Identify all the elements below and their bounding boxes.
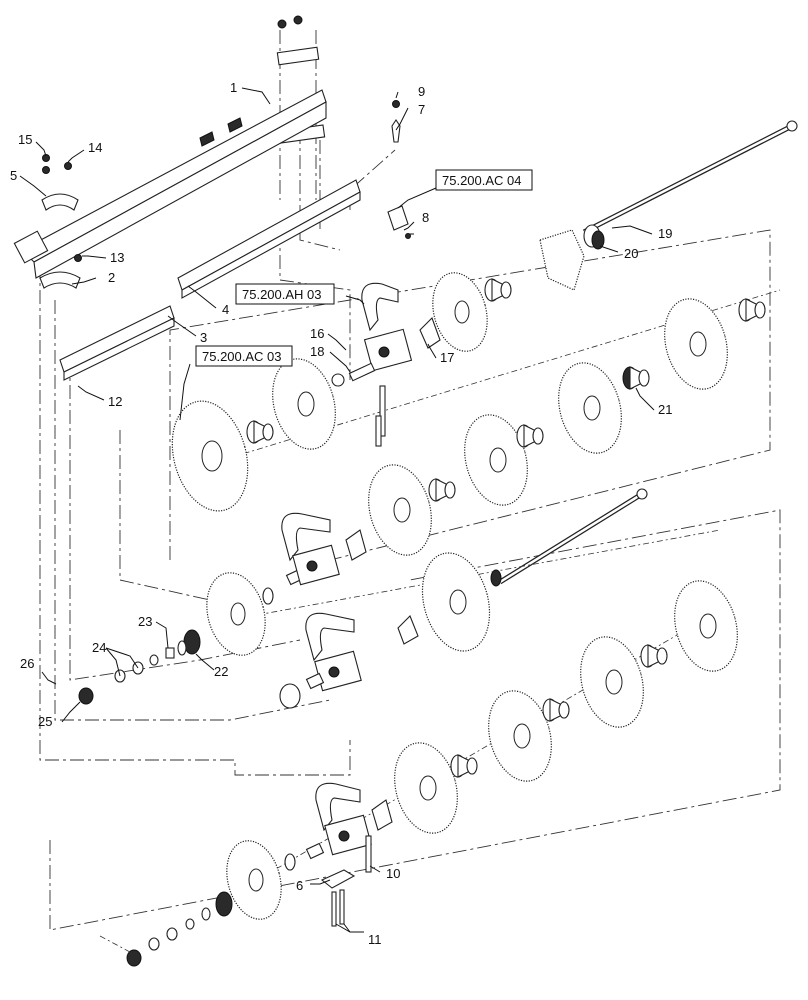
spool [484, 278, 512, 302]
spool [622, 366, 650, 390]
disc [206, 572, 266, 656]
disc [421, 552, 491, 652]
spool [246, 420, 274, 444]
callout-25: 25 [38, 714, 52, 729]
clamp-upper [41, 193, 79, 211]
disc [171, 400, 249, 512]
reference-ac04[interactable]: 75.200.AC 04 [435, 169, 533, 191]
spool [738, 298, 766, 322]
secondary-shaft [498, 488, 648, 585]
bearing-bracket-low [305, 612, 419, 692]
disc [674, 580, 738, 672]
reference-ah03[interactable]: 75.200.AH 03 [235, 283, 335, 305]
disc [558, 362, 622, 454]
disc [368, 464, 432, 556]
spool [428, 478, 456, 502]
disc [464, 414, 528, 506]
callout-23: 23 [138, 614, 152, 629]
callout-7: 7 [418, 102, 425, 117]
callout-9: 9 [418, 84, 425, 99]
callout-14: 14 [88, 140, 102, 155]
disc-gang-middle [206, 552, 502, 656]
disc [394, 742, 458, 834]
bearing-bracket-bottom [279, 672, 393, 927]
callout-4: 4 [222, 302, 229, 317]
callout-labels: 1 2 3 4 5 6 7 8 9 10 11 12 13 14 15 16 1… [10, 80, 672, 947]
callout-8: 8 [422, 210, 429, 225]
dust-shield [539, 229, 585, 291]
bearing-bracket-mid [281, 512, 367, 586]
disc [664, 298, 728, 390]
callout-15: 15 [18, 132, 32, 147]
callout-11: 11 [368, 932, 382, 947]
frame-bar [13, 89, 327, 279]
callout-3: 3 [200, 330, 207, 345]
end-hardware-mid [78, 629, 201, 705]
bearing-bracket-top [331, 282, 441, 447]
disc [432, 272, 488, 352]
reference-ac04-label: 75.200.AC 04 [442, 173, 522, 188]
callout-19: 19 [658, 226, 672, 241]
main-shaft [582, 120, 798, 250]
callout-18: 18 [310, 344, 324, 359]
callout-12: 12 [108, 394, 122, 409]
bracket-hardware [387, 100, 414, 239]
clamp-lower [39, 271, 81, 289]
spool [640, 644, 668, 668]
callout-6: 6 [296, 878, 303, 893]
disc [226, 840, 282, 920]
scraper-bar-upper [177, 179, 361, 299]
scraper-bar-lower [59, 305, 175, 381]
callout-2: 2 [108, 270, 115, 285]
callout-20: 20 [624, 246, 638, 261]
callout-24: 24 [92, 640, 106, 655]
disc [272, 358, 336, 450]
disc [580, 636, 644, 728]
callout-13: 13 [110, 250, 124, 265]
disc-gang-upper [171, 229, 766, 556]
callout-26: 26 [20, 656, 34, 671]
callout-22: 22 [214, 664, 228, 679]
reference-ah03-label: 75.200.AH 03 [242, 287, 322, 302]
callout-17: 17 [440, 350, 454, 365]
disc-gang-lower [226, 580, 738, 920]
disc [488, 690, 552, 782]
callout-1: 1 [230, 80, 237, 95]
reference-ac03-label: 75.200.AC 03 [202, 349, 282, 364]
callout-21: 21 [658, 402, 672, 417]
spool [542, 698, 570, 722]
leader-lines [19, 87, 655, 933]
reference-ac03[interactable]: 75.200.AC 03 [195, 345, 293, 367]
callout-10: 10 [386, 866, 400, 881]
end-hardware-low [99, 891, 233, 967]
callout-5: 5 [10, 168, 17, 183]
callout-16: 16 [310, 326, 324, 341]
nuts-top [42, 154, 82, 262]
spool [516, 424, 544, 448]
spool [450, 754, 478, 778]
